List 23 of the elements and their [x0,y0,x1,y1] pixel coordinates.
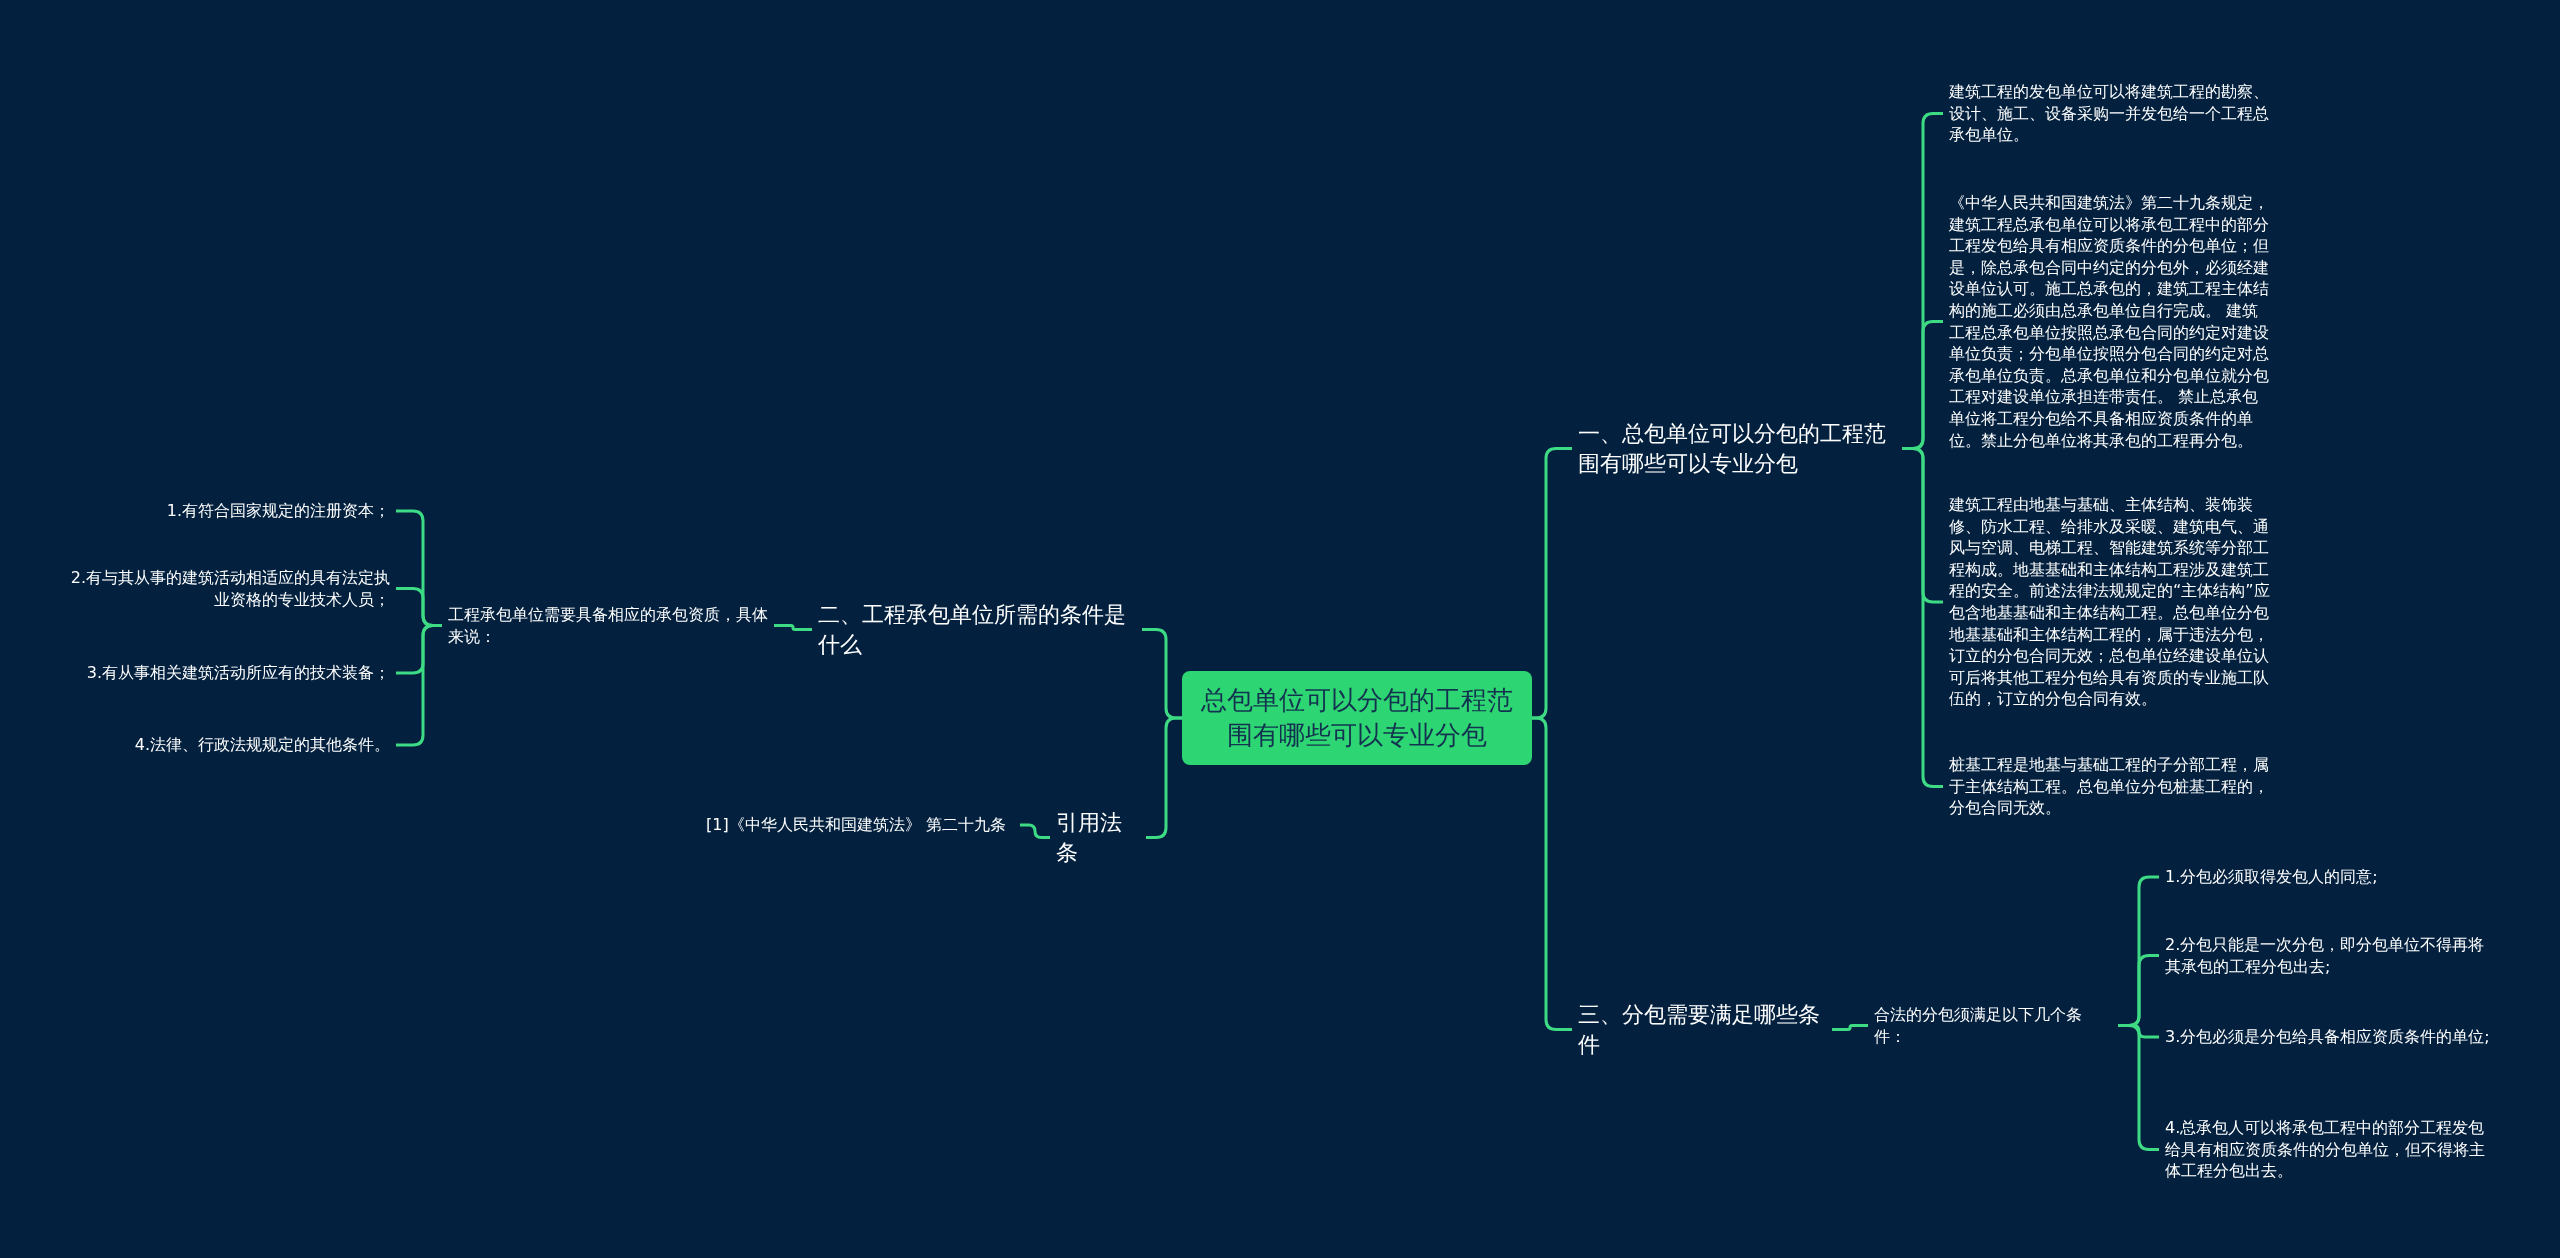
leaf-text: 3.有从事相关建筑活动所应有的技术装备； [60,658,396,688]
leaf-text: 《中华人民共和国建筑法》第二十九条规定，建筑工程总承包单位可以将承包工程中的部分工程发包给具有相应资质条件的分包单位；但是，除总承包合同中约定的分包外，必须经建设单位认可。施工总承包的，建筑工程主体结构的施工必须由总承包单位自行完成。 建筑工程总承包单位按照总承包合同的约定对建设单位负责；分包单位按照分包合同的约定对总承包单位负责。总承包单位和分包单位就分包工程对建设单位承担连带责任。 禁止总承包单位将工程分包给不具备相应资质条件的单位。禁止分包单位将其承包的工程再分包。 [1943,188,2278,456]
leaf-text: 2.有与其从事的建筑活动相适应的具有法定执业资格的专业技术人员； [60,563,396,615]
branch-topic: 一、总包单位可以分包的工程范围有哪些可以专业分包 [1572,415,1902,483]
leaf-text: 桩基工程是地基与基础工程的子分部工程，属于主体结构工程。总包单位分包桩基工程的，分包合同无效。 [1943,750,2278,823]
leaf-text: 3.分包必须是分包给具备相应资质条件的单位; [2159,1022,2504,1052]
leaf-text: 建筑工程由地基与基础、主体结构、装饰装修、防水工程、给排水及采暖、建筑电气、通风与空调、电梯工程、智能建筑系统等分部工程构成。地基基础和主体结构工程涉及建筑工程的安全。前述法律法规规定的“主体结构”应包含地基基础和主体结构工程。总包单位分包地基基础和主体结构工程的，属于违法分包，订立的分包合同无效；总包单位经建设单位认可后将其他工程分包给具有资质的专业施工队伍的，订立的分包合同有效。 [1943,490,2278,714]
leaf-text: 4.法律、行政法规规定的其他条件。 [60,730,396,760]
leaf-text: 1.分包必须取得发包人的同意; [2159,862,2504,892]
connector-line [1832,1024,1868,1031]
leaf-text: 工程承包单位需要具备相应的承包资质，具体来说： [442,600,774,652]
branch-topic: 三、分包需要满足哪些条件 [1572,996,1832,1064]
leaf-text: 4.总承包人可以将承包工程中的部分工程发包给具有相应资质条件的分包单位，但不得将主体工程分包出去。 [2159,1113,2504,1186]
leaf-text: 2.分包只能是一次分包，即分包单位不得再将其承包的工程分包出去; [2159,930,2504,982]
leaf-text: 建筑工程的发包单位可以将建筑工程的勘察、设计、施工、设备采购一并发包给一个工程总承包单位。 [1943,77,2278,150]
leaf-text: [1]《中华人民共和国建筑法》 第二十九条 [700,810,1020,840]
leaf-text: 1.有符合国家规定的注册资本； [60,496,396,526]
central-topic-box: 总包单位可以分包的工程范围有哪些可以专业分包 [1182,671,1532,766]
leaf-text: 合法的分包须满足以下几个条件： [1868,1000,2118,1052]
connector-line [774,624,812,631]
branch-topic: 引用法条 [1050,804,1146,872]
branch-topic: 二、工程承包单位所需的条件是什么 [812,596,1142,664]
connector-line [1020,823,1050,839]
